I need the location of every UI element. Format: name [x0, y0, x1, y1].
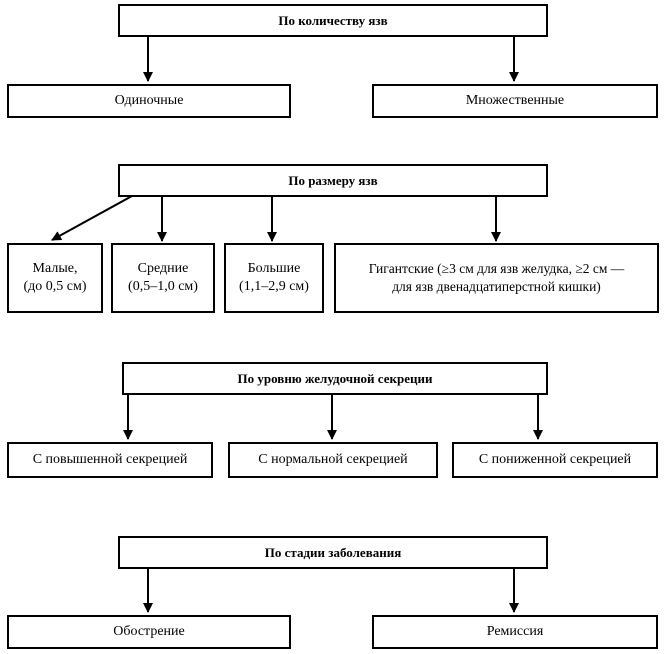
node-medium-line1: Средние	[137, 261, 189, 276]
node-small-line2: (до 0,5 см)	[23, 279, 87, 294]
node-large-line1: Большие	[247, 261, 301, 276]
node-giant: Гигантские (≥3 см для язв желудка, ≥2 см…	[334, 243, 659, 313]
header-ulcer-size: По размеру язв	[118, 164, 548, 197]
node-large-line2: (1,1–2,9 см)	[239, 279, 309, 294]
node-multiple: Множественные	[372, 84, 658, 118]
node-normal-secretion: С нормальной секрецией	[228, 442, 438, 478]
node-medium: Средние (0,5–1,0 см)	[111, 243, 215, 313]
node-exacerbation: Обострение	[7, 615, 291, 649]
node-giant-line1: Гигантские (≥3 см для язв желудка, ≥2 см…	[368, 261, 625, 276]
node-small: Малые, (до 0,5 см)	[7, 243, 103, 313]
header-disease-stage: По стадии заболевания	[118, 536, 548, 569]
node-small-line1: Малые,	[32, 261, 78, 276]
arrow-to-small	[51, 195, 133, 241]
node-increased-secretion: С повышенной секрецией	[7, 442, 213, 478]
node-decreased-secretion: С пониженной секрецией	[452, 442, 658, 478]
node-medium-line2: (0,5–1,0 см)	[128, 279, 198, 294]
node-remission: Ремиссия	[372, 615, 658, 649]
node-large: Большие (1,1–2,9 см)	[224, 243, 324, 313]
header-ulcer-count: По количеству язв	[118, 4, 548, 37]
node-single: Одиночные	[7, 84, 291, 118]
node-giant-line2: для язв двенадцатиперстной кишки)	[392, 279, 601, 294]
header-gastric-secretion: По уровню желудочной секреции	[122, 362, 548, 395]
